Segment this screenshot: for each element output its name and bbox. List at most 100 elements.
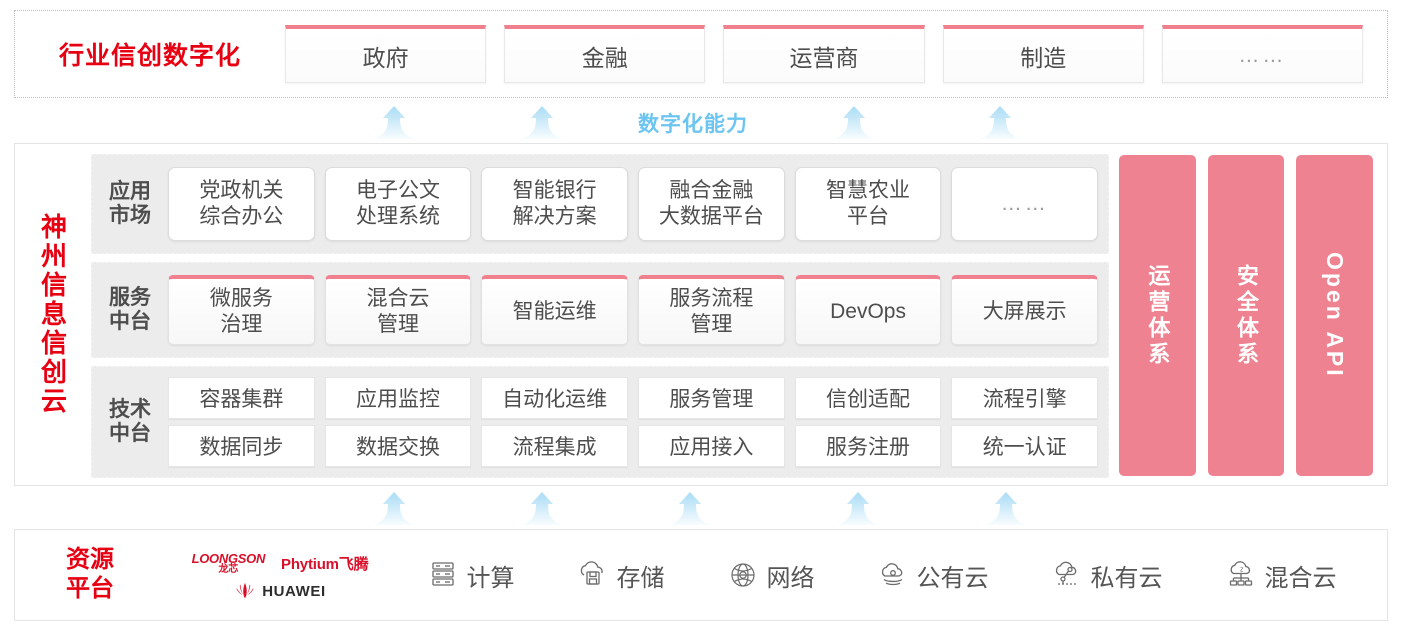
tech-card-app-monitoring[interactable]: 应用监控	[324, 377, 472, 419]
cloud-platform-box: 神州信息信创云 应用 市场 党政机关	[14, 143, 1388, 486]
digital-capability-arrow-strip: 数字化能力	[14, 106, 1388, 140]
layer-label-line: 服务	[109, 285, 151, 309]
app-market-card-list: 党政机关 综合办公 电子公文 处理系统	[168, 167, 1099, 241]
capability-arrow	[520, 106, 564, 140]
resource-item-list: 计算 存储	[395, 558, 1387, 593]
tech-card-service-registry[interactable]: 服务注册	[794, 425, 942, 467]
server-rack-icon	[426, 558, 460, 592]
app-card-smart-bank[interactable]: 智能银行 解决方案	[481, 167, 629, 241]
industry-card-finance[interactable]: 金融	[504, 25, 706, 83]
resource-item-label: 计算	[466, 564, 515, 592]
network-globe-icon	[726, 558, 760, 592]
resource-item-public-cloud[interactable]: 公有云	[876, 558, 989, 593]
card-line: 解决方案	[512, 205, 597, 228]
layer-service-platform: 服务 中台 微服务 治理	[91, 262, 1109, 358]
layer-label-tech-platform: 技术 中台	[102, 398, 158, 446]
resource-item-hybrid-cloud[interactable]: z 混合云	[1224, 558, 1337, 593]
industry-card-more[interactable]: ……	[1161, 25, 1364, 83]
layer-label-app-market: 应用 市场	[102, 180, 158, 228]
pillar-security-system[interactable]: 安全体系	[1207, 155, 1285, 476]
cloud-layer-list: 应用 市场 党政机关 综合办公	[91, 154, 1109, 478]
service-card-service-process-management[interactable]: 服务流程 管理	[638, 275, 785, 345]
service-card-hybrid-cloud-management[interactable]: 混合云 管理	[324, 275, 472, 345]
resource-supply-arrow	[984, 492, 1028, 526]
resource-title-line: 平台	[66, 575, 114, 602]
pillar-operations-system[interactable]: 运营体系	[1119, 155, 1196, 476]
app-card-more[interactable]: ……	[951, 167, 1099, 241]
vendor-logo-row: HUAWEI	[234, 582, 326, 600]
resource-platform-title: 资源 平台	[15, 546, 165, 604]
capability-arrow	[832, 106, 876, 140]
vendor-logo-list: LOONGSON 龙芯 Phytium飞腾	[165, 550, 395, 600]
public-cloud-icon	[876, 558, 910, 592]
tech-card-app-access[interactable]: 应用接入	[638, 425, 785, 467]
resource-supply-arrow-strip	[14, 492, 1388, 526]
app-card-smart-agriculture[interactable]: 智慧农业 平台	[794, 167, 942, 241]
huawei-logo-text: HUAWEI	[262, 582, 326, 600]
tech-card-service-management[interactable]: 服务管理	[638, 377, 785, 419]
card-line: 治理	[220, 312, 263, 336]
app-card-government-office[interactable]: 党政机关 综合办公	[168, 167, 315, 241]
industry-band: 行业信创数字化 政府 金融 运营商 制造 ……	[14, 10, 1388, 98]
tech-card-data-sync[interactable]: 数据同步	[168, 425, 315, 467]
loongson-logo-icon: LOONGSON 龙芯	[191, 551, 266, 575]
pillar-label: Open API	[1322, 252, 1349, 379]
layer-label-line: 应用	[109, 179, 151, 203]
card-line: 智慧农业	[826, 179, 911, 203]
vendor-logo-row: LOONGSON 龙芯 Phytium飞腾	[192, 552, 369, 575]
card-line: 混合云	[366, 287, 430, 311]
resource-supply-arrow	[668, 492, 712, 526]
capability-arrow	[372, 106, 416, 140]
resource-item-label: 私有云	[1090, 564, 1163, 592]
resource-item-private-cloud[interactable]: 私有云	[1050, 558, 1163, 593]
digital-capability-label: 数字化能力	[638, 113, 748, 136]
capability-arrow	[978, 106, 1022, 140]
service-card-large-screen-display[interactable]: 大屏展示	[951, 275, 1099, 345]
layer-label-service-platform: 服务 中台	[102, 286, 158, 334]
app-card-fintech-bigdata[interactable]: 融合金融 大数据平台	[638, 167, 785, 241]
card-line: 服务流程	[669, 287, 754, 311]
resource-supply-arrow	[520, 492, 564, 526]
cloud-storage-icon	[576, 558, 610, 592]
cloud-platform-body: 应用 市场 党政机关 综合办公	[91, 154, 1374, 478]
resource-item-compute[interactable]: 计算	[426, 558, 515, 593]
loongson-logo-cn: 龙芯	[218, 564, 239, 575]
tech-card-xinchuang-adaptation[interactable]: 信创适配	[794, 377, 942, 419]
industry-card-telecom[interactable]: 运营商	[723, 25, 925, 83]
card-line: 综合办公	[199, 205, 284, 228]
service-card-devops[interactable]: DevOps	[794, 275, 942, 345]
layer-app-market: 应用 市场 党政机关 综合办公	[91, 154, 1109, 254]
card-line: 融合金融	[669, 179, 754, 203]
hybrid-cloud-icon: z	[1224, 558, 1258, 592]
app-card-edoc-system[interactable]: 电子公文 处理系统	[324, 167, 472, 241]
industry-card-manufacturing[interactable]: 制造	[942, 25, 1144, 83]
resource-item-network[interactable]: 网络	[726, 558, 815, 593]
card-line: 大数据平台	[658, 205, 764, 228]
layer-label-line: 中台	[109, 310, 151, 333]
layer-label-line: 技术	[109, 397, 151, 421]
loongson-logo-en: LOONGSON	[191, 551, 266, 566]
industry-card-government[interactable]: 政府	[285, 25, 487, 83]
service-card-microservice-governance[interactable]: 微服务 治理	[168, 275, 315, 345]
resource-title-line: 资源	[66, 546, 114, 574]
tech-card-automated-ops[interactable]: 自动化运维	[481, 377, 629, 419]
tech-card-container-cluster[interactable]: 容器集群	[168, 377, 315, 419]
tech-card-unified-auth[interactable]: 统一认证	[951, 425, 1099, 467]
resource-supply-arrow	[836, 492, 880, 526]
resource-item-label: 网络	[766, 564, 815, 592]
svg-text:z: z	[1240, 567, 1244, 574]
layer-label-line: 市场	[109, 204, 151, 227]
tech-card-process-engine[interactable]: 流程引擎	[951, 377, 1099, 419]
resource-item-storage[interactable]: 存储	[576, 558, 665, 593]
tech-card-process-integration[interactable]: 流程集成	[481, 425, 629, 467]
private-cloud-icon	[1050, 558, 1084, 592]
cloud-platform-main: 应用 市场 党政机关 综合办公	[87, 144, 1387, 485]
pillar-open-api[interactable]: Open API	[1296, 155, 1374, 476]
card-line: 党政机关	[199, 179, 284, 203]
card-line: 平台	[847, 205, 890, 228]
pillar-label: 运营体系	[1145, 263, 1171, 368]
service-card-intelligent-ops[interactable]: 智能运维	[481, 275, 629, 345]
huawei-logo-icon: HUAWEI	[234, 582, 326, 600]
tech-card-data-exchange[interactable]: 数据交换	[324, 425, 472, 467]
card-line: 微服务	[209, 287, 273, 311]
